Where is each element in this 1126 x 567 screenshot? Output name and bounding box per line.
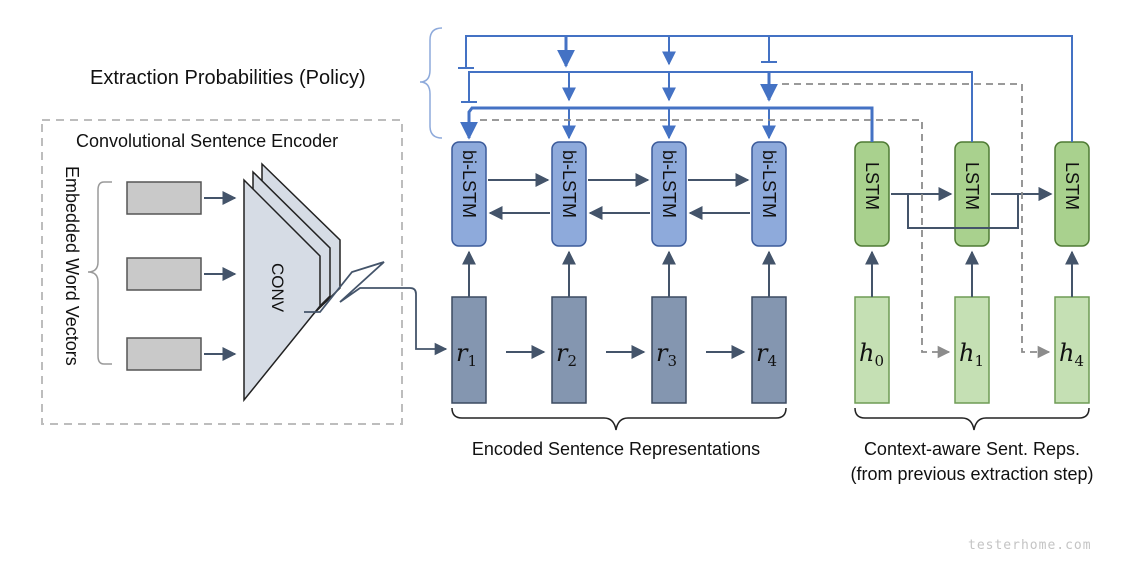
- bilstm-cell: [651, 141, 687, 247]
- conv-output-arrow: [304, 261, 448, 356]
- bilstm-cell: [451, 141, 487, 247]
- bilstm-label: bi-LSTM: [559, 150, 579, 218]
- bilstm-cell: [751, 141, 787, 247]
- bilstm-cell: [551, 141, 587, 247]
- word-vectors-label: Embedded Word Vectors: [62, 166, 82, 366]
- context-rep-label: h4: [1059, 339, 1084, 370]
- word-vector: [126, 181, 202, 215]
- context-rep-h1: [954, 296, 990, 404]
- word-vector: [126, 337, 202, 371]
- sentence-rep-r4: [751, 296, 787, 404]
- lstm-label: LSTM: [962, 162, 982, 210]
- sentence-rep-label: r2: [556, 339, 577, 370]
- sentence-rep-r3: [651, 296, 687, 404]
- conv-block: [243, 162, 341, 403]
- context-feedback: [480, 83, 1051, 359]
- context-label-line2: (from previous extraction step): [850, 464, 1093, 484]
- word-vectors-brace: [87, 181, 112, 365]
- math-subscript: 4: [767, 352, 777, 370]
- context-brace: [854, 407, 1090, 431]
- math-subscript: 1: [467, 352, 477, 370]
- context-label-line1: Context-aware Sent. Reps.: [864, 439, 1080, 459]
- lstm-label: LSTM: [1062, 162, 1082, 210]
- bilstm-label: bi-LSTM: [759, 150, 779, 218]
- policy-label: Extraction Probabilities (Policy): [90, 67, 366, 89]
- math-subscript: 0: [874, 352, 884, 370]
- math-subscript: 4: [1074, 352, 1084, 370]
- word-vector: [126, 257, 202, 291]
- context-rep-label: h1: [959, 339, 984, 370]
- encoded-label: Encoded Sentence Representations: [472, 439, 760, 459]
- sentence-rep-label: r4: [756, 339, 777, 370]
- policy-connections: [458, 35, 1073, 142]
- math-subscript: 1: [974, 352, 984, 370]
- sentence-rep-label: r1: [456, 339, 477, 370]
- sentence-rep-label: r3: [656, 339, 677, 370]
- math-subscript: 3: [667, 352, 677, 370]
- encoder-title: Convolutional Sentence Encoder: [76, 131, 338, 151]
- context-rep-h4: [1054, 296, 1090, 404]
- sentence-reps: [451, 296, 787, 404]
- math-subscript: 2: [567, 352, 577, 370]
- lstm-label: LSTM: [862, 162, 882, 210]
- conv-label: CONV: [268, 263, 287, 313]
- bilstm-label: bi-LSTM: [459, 150, 479, 218]
- encoder-box: [41, 119, 403, 425]
- watermark: testerhome.com: [968, 538, 1092, 553]
- context-rep-label: h0: [859, 339, 884, 370]
- bilstm-label: bi-LSTM: [659, 150, 679, 218]
- policy-brace: [419, 27, 443, 139]
- encoded-brace: [451, 407, 787, 431]
